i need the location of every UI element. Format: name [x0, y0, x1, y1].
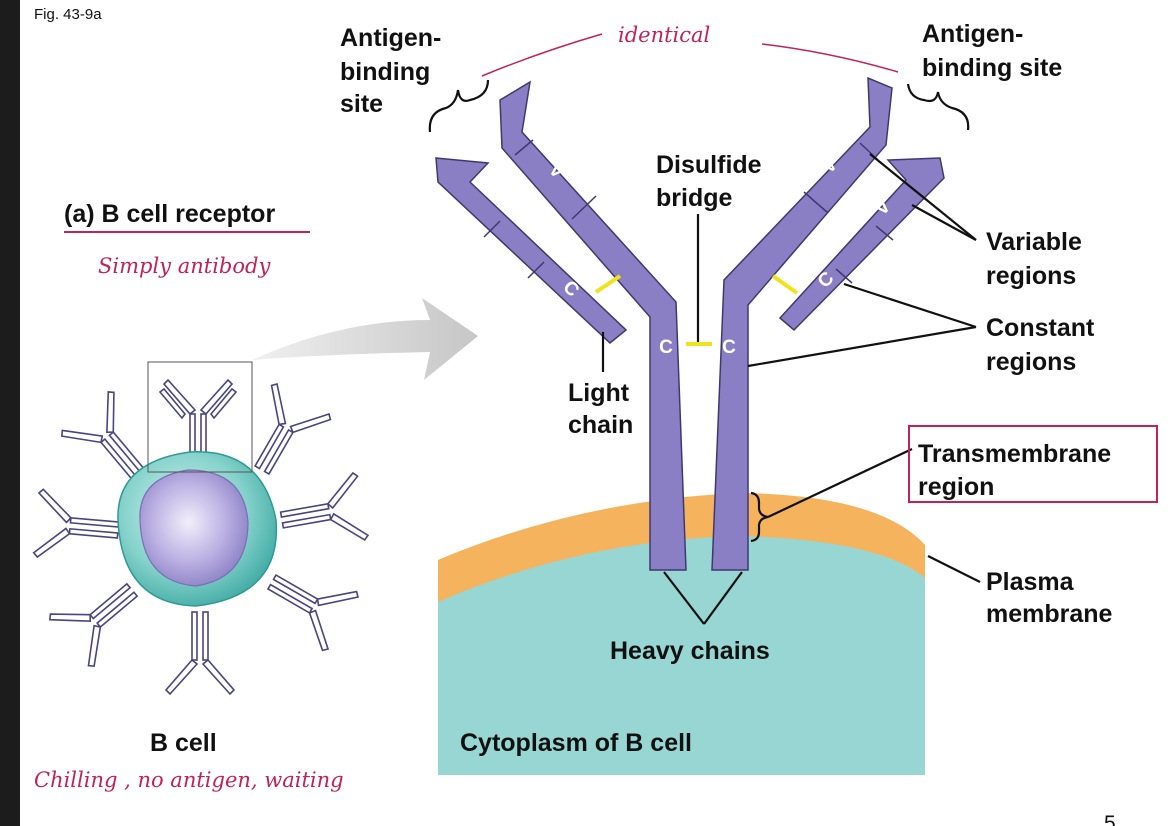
chilling-annotation: Chilling , no antigen, waiting [34, 768, 344, 792]
variable-regions-label: Variable regions [986, 228, 1089, 290]
heavy-chains-label: Heavy chains [610, 637, 770, 665]
disulfide-bridge-label: Disulfide bridge [656, 151, 769, 212]
variable-line-2: regions [986, 262, 1076, 290]
antigen-left-line-3: site [340, 90, 383, 118]
segment-c-heavy-left: C [659, 337, 673, 358]
light-chain-line-2: chain [568, 411, 633, 439]
zoom-box [147, 361, 253, 473]
antigen-right-line-2: binding site [922, 54, 1062, 82]
antigen-binding-site-right-label: Antigen- binding site [922, 20, 1062, 82]
simply-antibody-annotation: Simply antibody [98, 254, 271, 278]
variable-line-1: Variable [986, 228, 1082, 256]
disulfide-line-2: bridge [656, 184, 732, 212]
transmembrane-line-2: region [918, 473, 994, 501]
light-chain-left [435, 157, 628, 344]
plasma-line-2: membrane [986, 600, 1113, 628]
transmembrane-region-label: Transmembrane region [918, 440, 1118, 501]
light-chain-label: Light chain [568, 379, 636, 439]
plasma-line-1: Plasma [986, 568, 1075, 596]
plasma-membrane-label: Plasma membrane [986, 568, 1113, 628]
transmembrane-line-1: Transmembrane [918, 440, 1111, 468]
disulfide-bridges [594, 274, 799, 346]
b-cell-receptor-title: (a) B cell receptor [64, 200, 275, 228]
pointer-lines [428, 79, 981, 625]
antigen-left-line-2: binding [340, 58, 430, 86]
heavy-chain-right [711, 76, 893, 571]
cytoplasm-label: Cytoplasm of B cell [460, 729, 692, 757]
identical-annotation: identical [618, 23, 710, 47]
zoom-arrow [252, 298, 478, 380]
disulfide-line-1: Disulfide [656, 151, 762, 179]
constant-line-1: Constant [986, 314, 1095, 342]
b-cell-nucleus [139, 469, 249, 587]
constant-line-2: regions [986, 348, 1076, 376]
light-chain-right [778, 157, 945, 332]
b-cell-label: B cell [150, 729, 217, 757]
cytoplasm [438, 536, 925, 775]
page-number: 5 [1104, 812, 1116, 826]
antigen-binding-site-left-label: Antigen- binding site [340, 24, 448, 118]
mini-antibodies [32, 378, 370, 696]
heavy-chain-left [499, 80, 687, 571]
transmembrane-label-box [908, 425, 1158, 503]
identical-annotation-lines [481, 33, 899, 77]
page-edge [0, 0, 20, 826]
antigen-left-line-1: Antigen- [340, 24, 441, 52]
figure-number: Fig. 43-9a [34, 6, 102, 23]
light-chain-line-1: Light [568, 379, 630, 407]
antigen-right-line-1: Antigen- [922, 20, 1023, 48]
segment-c-heavy-right: C [722, 337, 736, 358]
constant-regions-label: Constant regions [986, 314, 1101, 376]
